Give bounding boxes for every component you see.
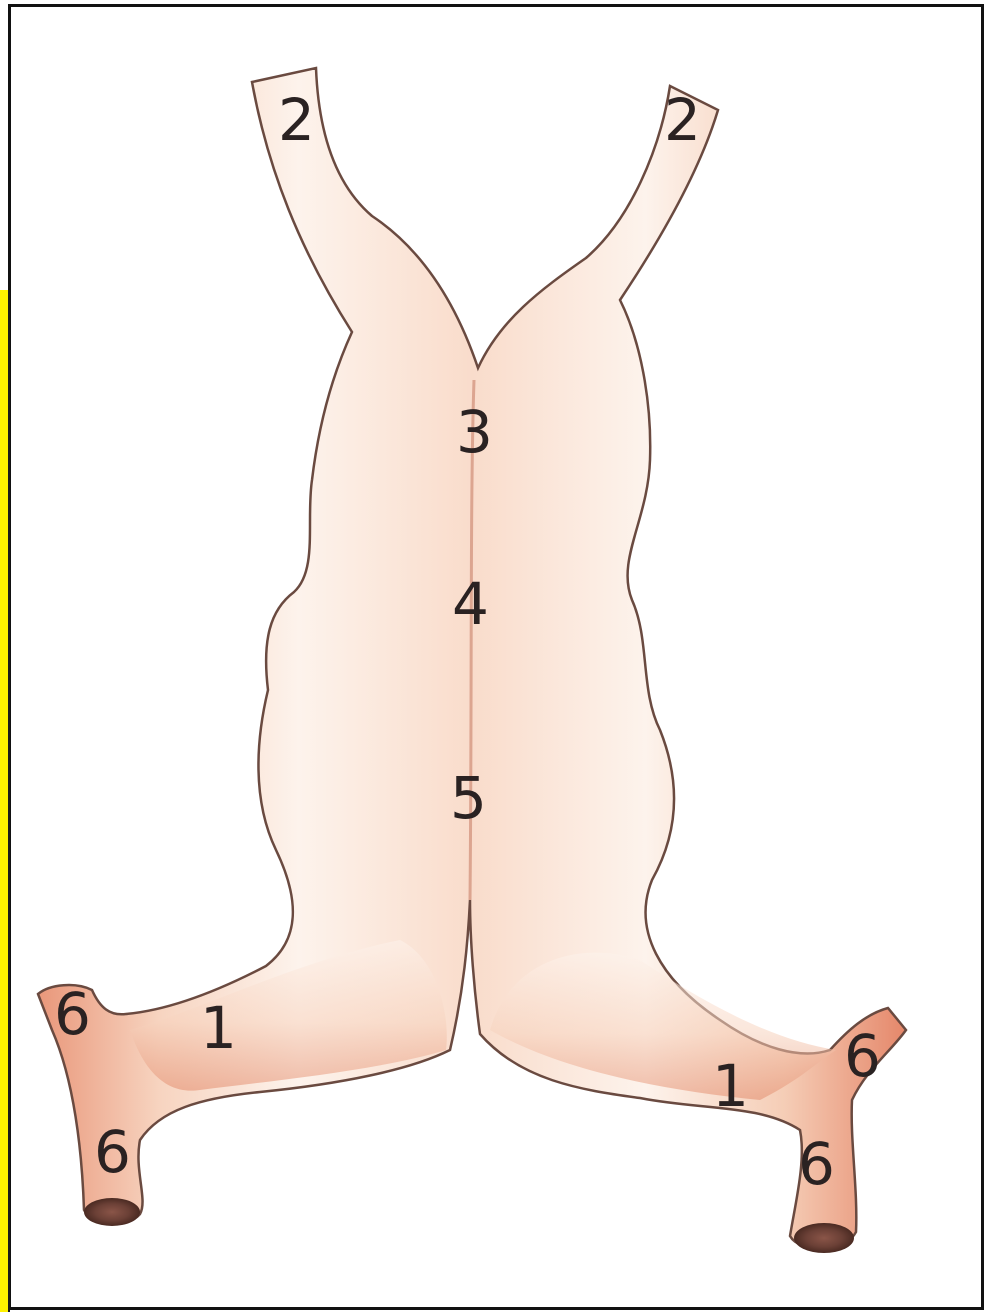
- label-tip-right-lower: 6: [798, 1130, 835, 1198]
- label-body-middle: 4: [452, 570, 489, 638]
- right-tip-opening: [794, 1223, 854, 1253]
- label-horn-right: 2: [664, 86, 701, 154]
- left-tip-opening: [84, 1198, 140, 1226]
- label-leg-right: 1: [712, 1052, 749, 1120]
- label-body-upper: 3: [456, 398, 493, 466]
- label-leg-left: 1: [200, 994, 237, 1062]
- label-tip-right-upper: 6: [844, 1022, 881, 1090]
- label-tip-left-upper: 6: [54, 980, 91, 1048]
- label-body-lower: 5: [450, 764, 487, 832]
- label-horn-left: 2: [278, 86, 315, 154]
- label-tip-left-lower: 6: [94, 1118, 131, 1186]
